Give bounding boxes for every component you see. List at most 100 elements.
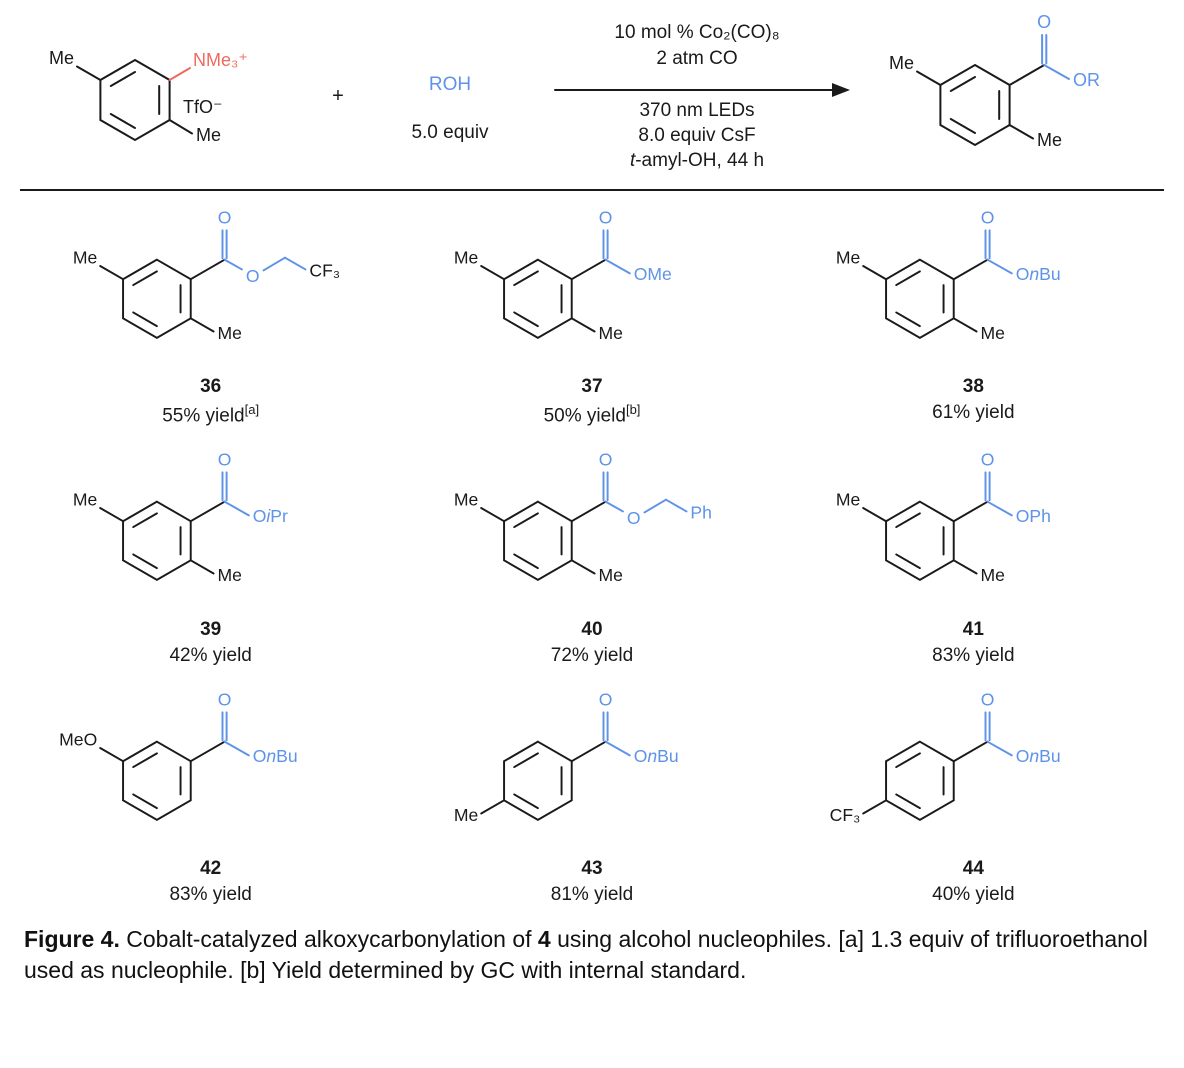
substituent-label: Me <box>454 804 478 824</box>
structure-37: Me Me OMe <box>454 206 672 343</box>
yield-label: 83% yield <box>169 883 252 905</box>
compound-number: 36 <box>200 376 222 398</box>
compound-number: 44 <box>962 857 984 879</box>
bond <box>480 507 506 523</box>
yield-label: 72% yield <box>550 644 634 666</box>
compound-number: 37 <box>581 376 603 398</box>
substituent-label: Me <box>835 490 859 510</box>
product-entry-37: Me Me OMe 37 50% yield[b] <box>401 201 782 427</box>
bond <box>480 265 506 281</box>
bond <box>189 559 215 575</box>
bond <box>223 740 250 756</box>
yield-label: 42% yield <box>169 644 252 666</box>
compound-number: 43 <box>581 857 603 879</box>
structure-36: Me Me O CF₃ <box>73 206 340 343</box>
ester-label: OnBu <box>1015 264 1060 284</box>
structure-43: Me OnBu <box>454 688 679 824</box>
yield-label: 83% yield <box>932 644 1015 666</box>
yield-footnote-marker: [b] <box>625 402 641 418</box>
substituent-label: Me <box>196 125 221 145</box>
ester-label: OnBu <box>634 746 679 766</box>
yield-label: 81% yield <box>550 883 634 905</box>
bond <box>1008 124 1034 140</box>
chain-end-label: Ph <box>691 503 713 523</box>
product-entry-36: Me Me O CF₃ 36 55% yield[a] <box>20 201 401 427</box>
ester-oxygen-label: O <box>246 266 260 286</box>
substituent-label: Me <box>49 48 74 68</box>
bond <box>604 740 632 756</box>
bond <box>571 559 596 575</box>
structure-39: Me Me OiPr <box>73 448 288 585</box>
caption-figure-number: Figure 4. <box>24 925 120 952</box>
substituent-label: Me <box>599 323 623 343</box>
reaction-arrowhead <box>832 83 850 97</box>
bond <box>1043 64 1070 80</box>
product-entry-40: Me Me O Ph 40 72% yield <box>401 443 782 666</box>
bond <box>861 507 887 523</box>
compound-number: 41 <box>962 618 984 640</box>
product-scope-grid: Me Me O CF₃ 36 55% yield[a] Me Me OMe 37… <box>20 201 1164 906</box>
bond <box>223 501 250 517</box>
ester-label: OMe <box>634 264 672 284</box>
condition-solvent: t-amyl-OH, 44 h <box>630 150 764 171</box>
bond <box>916 70 942 86</box>
substituent-label: CF₃ <box>829 804 860 824</box>
triflate-counterion-label: TfO⁻ <box>183 97 223 117</box>
product-entry-44: CF₃ OnBu 44 40% yield <box>783 683 1164 906</box>
bond <box>986 501 1013 517</box>
structure-42: MeO OnBu <box>59 688 298 821</box>
plus-sign: + <box>332 85 344 107</box>
bond <box>952 317 978 333</box>
substituent-label: Me <box>73 248 97 268</box>
bond <box>480 798 506 815</box>
substituent-label: Me <box>73 490 97 510</box>
nucleophile-equiv: 5.0 equiv <box>411 122 489 143</box>
yield-label: 50% yield[b] <box>543 402 641 427</box>
bond <box>283 256 307 271</box>
compound-number: 42 <box>200 857 222 879</box>
structure-38: Me Me OnBu <box>835 206 1060 343</box>
caption-compound-ref: 4 <box>537 925 551 952</box>
bond <box>604 501 625 513</box>
product-entry-38: Me Me OnBu 38 61% yield <box>783 201 1164 427</box>
bond <box>952 559 978 575</box>
substituent-label: Me <box>599 565 623 585</box>
scheme-divider <box>20 189 1164 191</box>
ester-label: OPh <box>1015 507 1050 527</box>
reaction-scheme-drawing: Me NMe₃⁺ TfO⁻ Me + ROH 5.0 equiv 10 mol … <box>49 11 1100 171</box>
substituent-label: Me <box>454 248 478 268</box>
substituent-label: Me <box>889 53 914 73</box>
condition-light: 370 nm LEDs <box>639 100 754 121</box>
nucleophile: ROH 5.0 equiv <box>411 74 489 143</box>
compound-number: 39 <box>200 618 222 640</box>
bond <box>571 317 596 333</box>
nucleophile-formula: ROH <box>429 74 471 95</box>
bond <box>861 798 887 815</box>
substituent-label: Me <box>454 490 478 510</box>
structure-40: Me Me O Ph <box>454 448 713 585</box>
product-entry-43: Me OnBu 43 81% yield <box>401 683 782 906</box>
compound-number: 38 <box>962 376 984 398</box>
yield-label: 55% yield[a] <box>162 402 260 427</box>
yield-label: 40% yield <box>932 883 1015 905</box>
ester-oxygen-label: O <box>627 509 641 529</box>
bond <box>168 119 193 135</box>
bond <box>223 258 243 271</box>
reaction-scheme: Me NMe₃⁺ TfO⁻ Me + ROH 5.0 equiv 10 mol … <box>20 10 1164 185</box>
condition-co: 2 atm CO <box>656 48 737 69</box>
bond <box>986 740 1013 756</box>
yield-footnote-marker: [a] <box>244 402 260 418</box>
bond <box>99 507 125 523</box>
reaction-conditions: 10 mol % Co₂(CO)₈ 2 atm CO 370 nm LEDs 8… <box>554 22 850 171</box>
product-structure: Me OR Me <box>889 11 1100 150</box>
substituent-label: Me <box>218 565 242 585</box>
bond <box>643 499 668 514</box>
bond <box>99 265 125 281</box>
structure-44: CF₃ OnBu <box>829 688 1060 824</box>
bond <box>604 258 632 275</box>
ester-label: OR <box>1073 70 1100 90</box>
substituent-label: Me <box>835 248 859 268</box>
bond <box>99 746 125 762</box>
substituent-label: MeO <box>59 729 97 749</box>
condition-catalyst: 10 mol % Co₂(CO)₈ <box>614 22 779 43</box>
